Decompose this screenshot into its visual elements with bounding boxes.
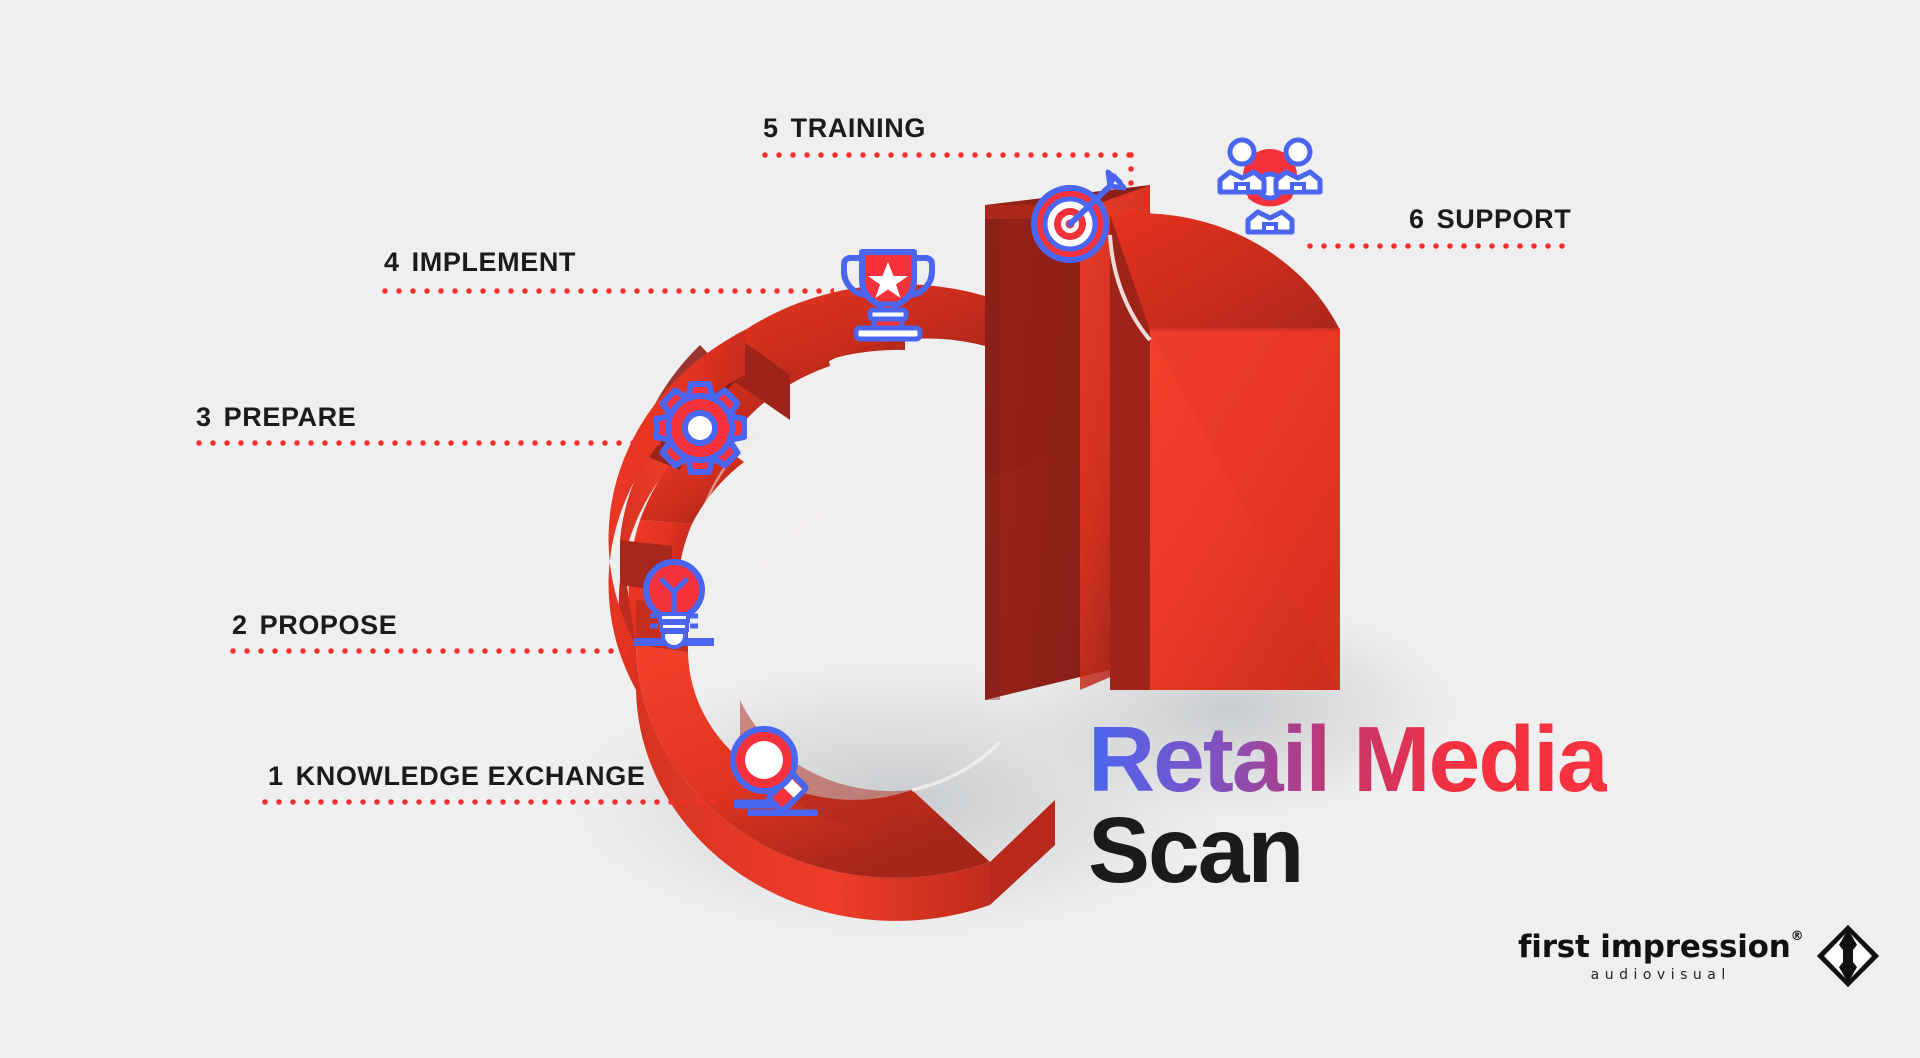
step-label-1[interactable]: 1 KNOWLEDGE EXCHANGE [268, 763, 645, 790]
title-line-1: Retail Media [1088, 707, 1609, 811]
step-number-6: 6 [1409, 204, 1425, 234]
step-number-3: 3 [196, 402, 212, 432]
step-number-1: 1 [268, 761, 284, 791]
step-number-4: 4 [384, 247, 400, 277]
leader-line-step-1 [262, 799, 718, 805]
step-label-5[interactable]: 5 TRAINING [763, 115, 926, 142]
step-number-2: 2 [232, 610, 248, 640]
logo-wordmark: first impression [1518, 929, 1791, 965]
gear-icon[interactable] [652, 380, 748, 476]
lightbulb-icon[interactable] [628, 556, 720, 656]
magnifier-icon[interactable] [722, 718, 832, 816]
step-label-2[interactable]: 2 PROPOSE [232, 612, 397, 639]
step-text-4: IMPLEMENT [411, 247, 577, 277]
leader-line-step-5-drop [1128, 152, 1134, 220]
leader-line-step-5 [762, 152, 1134, 158]
leader-line-step-3 [196, 440, 660, 446]
step-text-6: SUPPORT [1436, 204, 1572, 234]
title-line-2: Scan [1088, 798, 1304, 903]
step-text-2: PROPOSE [259, 610, 398, 640]
page-title: Retail Media Scan [1088, 707, 1609, 903]
step-label-3[interactable]: 3 PREPARE [196, 404, 356, 431]
brand-logo[interactable]: first impression ® audiovisual [1518, 925, 1880, 987]
logo-tagline: audiovisual [1590, 967, 1731, 983]
step-text-3: PREPARE [223, 402, 357, 432]
step-text-1: KNOWLEDGE EXCHANGE [295, 761, 646, 791]
step-text-5: TRAINING [790, 113, 926, 143]
leader-line-step-2 [230, 648, 630, 654]
step-number-5: 5 [763, 113, 779, 143]
leader-line-step-6 [1307, 243, 1567, 249]
step-label-6[interactable]: 6 SUPPORT [1409, 206, 1571, 233]
trophy-icon[interactable] [840, 240, 936, 346]
target-icon[interactable] [1022, 168, 1130, 266]
logo-diamond-icon [1817, 925, 1880, 987]
step-label-4[interactable]: 4 IMPLEMENT [384, 249, 576, 276]
team-icon[interactable] [1216, 136, 1324, 236]
leader-line-step-4 [382, 288, 834, 294]
registered-mark-icon: ® [1790, 929, 1804, 944]
